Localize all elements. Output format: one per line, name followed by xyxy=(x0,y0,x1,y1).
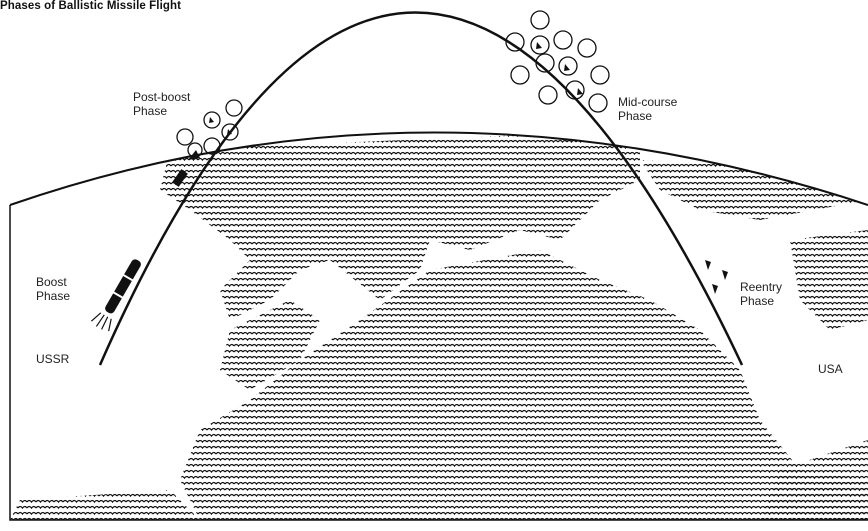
boost-missile-icon xyxy=(90,259,141,332)
horizon-line xyxy=(9,131,868,206)
mid-course-label-line1: Mid-course xyxy=(618,95,678,109)
boost-label: Boost Phase xyxy=(36,275,70,303)
map-frame xyxy=(9,205,868,521)
diagram-title: Phases of Ballistic Missile Flight xyxy=(0,0,182,12)
ussr-label: USSR xyxy=(36,352,70,366)
boost-label-line2: Phase xyxy=(36,289,71,303)
mid-course-label: Mid-course Phase xyxy=(618,95,677,123)
trajectory-arc xyxy=(98,11,744,366)
post-boost-label-line1: Post-boost xyxy=(133,90,191,104)
usa-label: USA xyxy=(818,362,843,376)
post-boost-vehicle-icon xyxy=(172,99,243,187)
warhead-markers-icon xyxy=(536,42,583,95)
post-boost-label: Post-boost Phase xyxy=(133,90,190,118)
reentry-label: Reentry Phase xyxy=(740,280,782,308)
reentry-label-line1: Reentry xyxy=(740,280,783,294)
reentry-label-line2: Phase xyxy=(740,294,775,308)
mid-course-label-line2: Phase xyxy=(618,109,653,123)
post-boost-label-line2: Phase xyxy=(133,104,168,118)
ocean-pattern xyxy=(10,132,868,520)
reentry-vehicles-icon xyxy=(705,260,728,294)
warhead-cluster-icon xyxy=(505,10,610,113)
boost-label-line1: Boost xyxy=(36,275,67,289)
